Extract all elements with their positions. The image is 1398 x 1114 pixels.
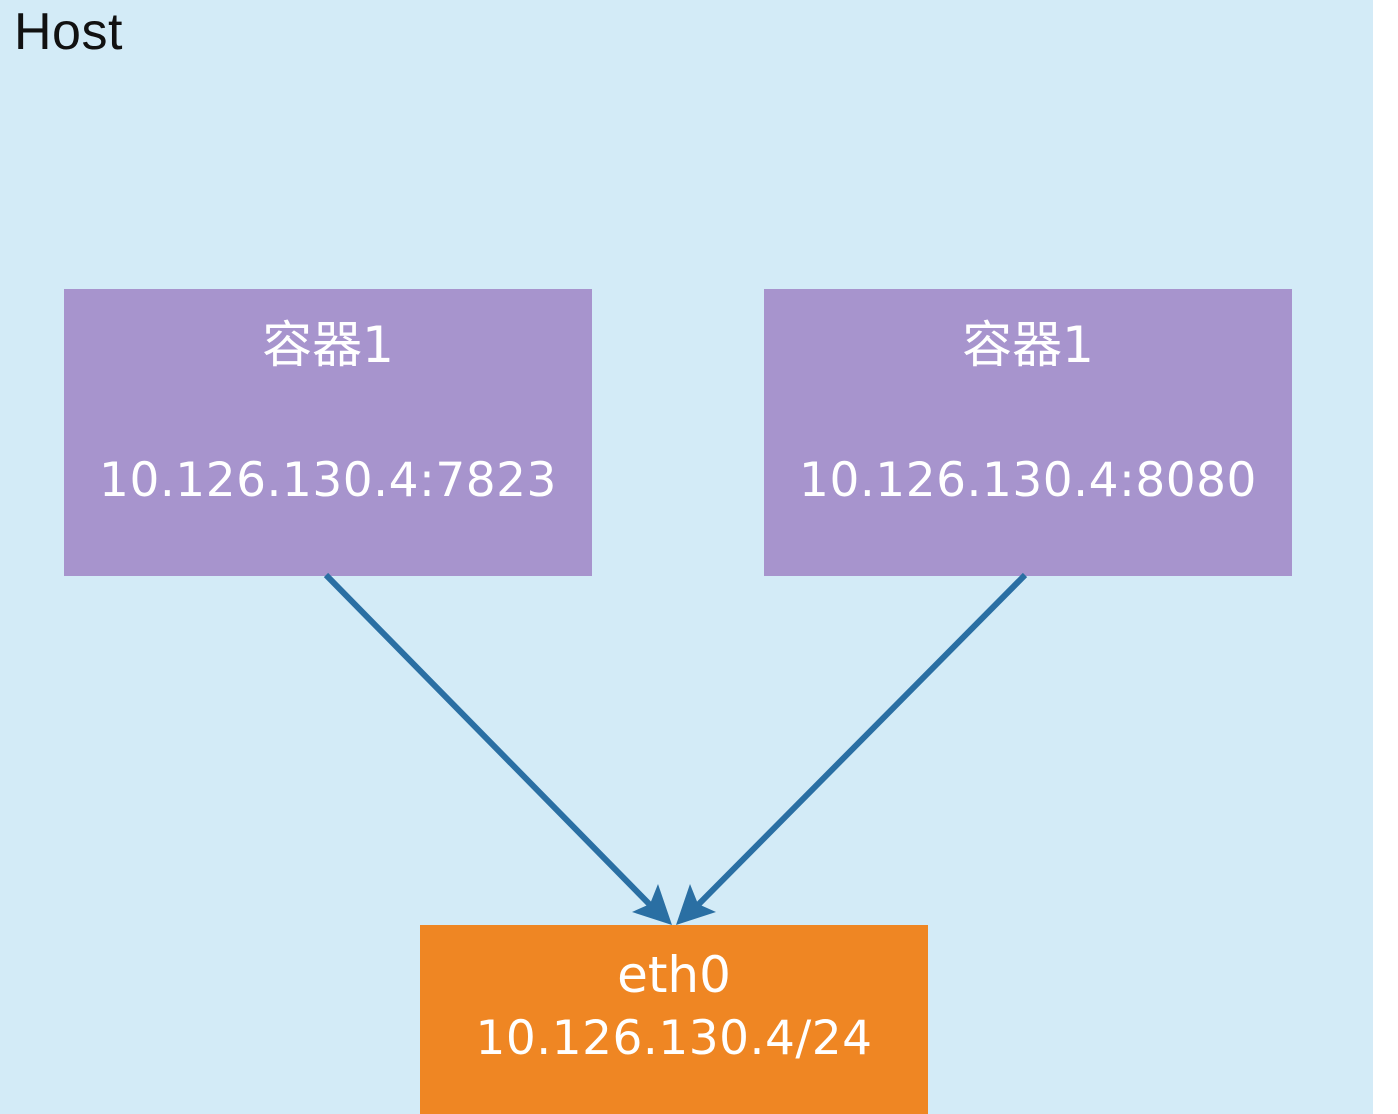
eth0-interface-box: eth0 10.126.130.4/24: [420, 925, 928, 1114]
container-name: 容器1: [262, 316, 394, 374]
arrow-line: [685, 572, 1028, 918]
arrow-container2-to-eth0: [676, 572, 1028, 925]
interface-address: 10.126.130.4/24: [475, 1011, 873, 1066]
arrow-line: [323, 572, 663, 918]
host-label: Host: [14, 3, 123, 61]
container-address: 10.126.130.4:7823: [99, 453, 557, 508]
container-box-1: 容器1 10.126.130.4:7823: [64, 289, 592, 576]
interface-name: eth0: [617, 946, 731, 1004]
container-address: 10.126.130.4:8080: [799, 453, 1257, 508]
container-name: 容器1: [962, 316, 1094, 374]
arrow-container1-to-eth0: [323, 572, 672, 925]
arrow-head-icon: [632, 884, 672, 925]
right-margin: [1373, 0, 1398, 1114]
container-box-2: 容器1 10.126.130.4:8080: [764, 289, 1292, 576]
arrow-head-icon: [676, 884, 716, 925]
